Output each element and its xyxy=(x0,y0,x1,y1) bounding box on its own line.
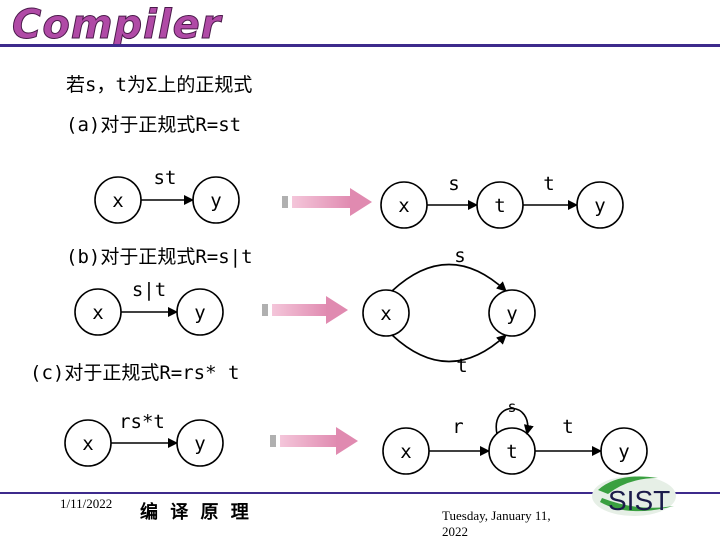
state-label: x xyxy=(380,303,391,325)
edge-label: st xyxy=(154,167,177,189)
transform-arrow-a xyxy=(282,188,372,216)
transform-arrow-b xyxy=(262,296,348,324)
edge-label: t xyxy=(562,416,573,438)
state-label: y xyxy=(506,303,517,325)
transform-arrow-c xyxy=(270,427,358,455)
footer-divider xyxy=(0,492,720,494)
state-label: y xyxy=(594,195,605,217)
case-c-heading: (c)对于正规式R=rs* t xyxy=(30,362,240,384)
state-label: y xyxy=(210,190,221,212)
state-label: x xyxy=(92,302,103,324)
edge-s xyxy=(391,263,507,292)
state-label: x xyxy=(398,195,409,217)
intro-line: 若s，t为Σ上的正规式 xyxy=(66,74,253,96)
diagram-a-left: x y st xyxy=(94,167,240,224)
diagram-c-right: x t y r s t xyxy=(382,398,648,475)
diagram-a-right: x t y s t xyxy=(380,173,624,229)
footer-long-date-line2: 2022 xyxy=(442,524,468,539)
header-divider xyxy=(0,44,720,47)
edge-label: s|t xyxy=(132,279,166,301)
footer-course: 编 译 原 理 xyxy=(140,502,252,523)
case-b-heading: (b)对于正规式R=s|t xyxy=(66,246,253,268)
edge-label: s xyxy=(448,173,459,195)
edge-label: r xyxy=(452,416,463,438)
diagram-c-left: x y rs*t xyxy=(64,411,224,467)
state-label: y xyxy=(194,433,205,455)
footer-date: 1/11/2022 xyxy=(60,496,113,511)
edge-label: t xyxy=(456,355,467,377)
loop-label: s xyxy=(507,398,516,416)
compiler-logo: Compiler xyxy=(11,2,222,49)
state-label: y xyxy=(618,441,629,463)
edge-t xyxy=(391,334,507,363)
state-label: y xyxy=(194,302,205,324)
state-label: x xyxy=(112,190,123,212)
state-x xyxy=(362,289,410,337)
sist-logo-text: SIST xyxy=(608,485,670,516)
case-a-heading: (a)对于正规式R=st xyxy=(66,114,242,136)
diagram-b-left: x y s|t xyxy=(74,279,224,336)
edge-label: t xyxy=(543,173,554,195)
state-label: x xyxy=(82,433,93,455)
state-label: t xyxy=(506,441,517,463)
edge-label: s xyxy=(454,245,465,267)
loop-s xyxy=(495,407,534,435)
diagram-b-right: x y s t xyxy=(362,245,536,377)
state-y xyxy=(488,289,536,337)
state-label: x xyxy=(400,441,411,463)
footer-long-date-line1: Tuesday, January 11, xyxy=(442,508,551,523)
sist-logo: SIST xyxy=(592,476,676,516)
state-label: t xyxy=(494,195,505,217)
edge-label: rs*t xyxy=(119,411,165,433)
